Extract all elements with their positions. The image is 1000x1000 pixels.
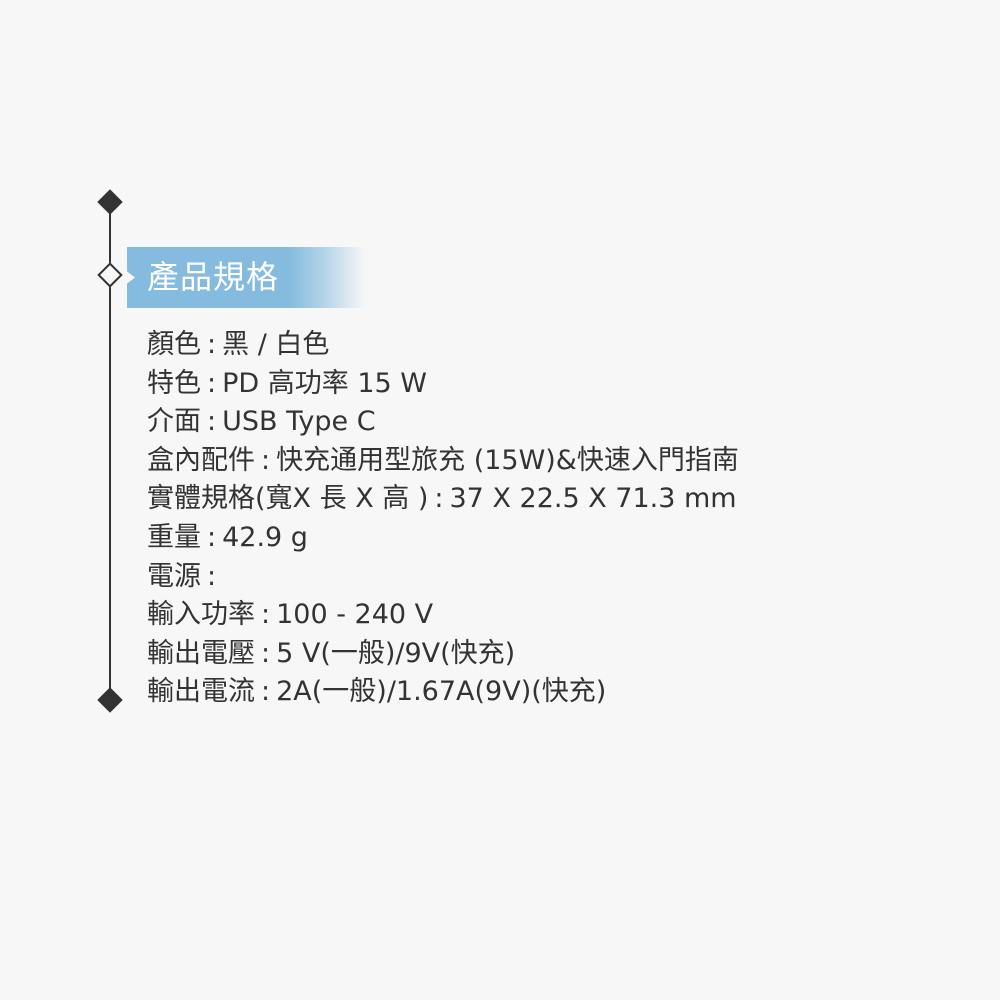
spec-label: 電源 [147, 560, 201, 592]
spec-row-input-power: 輸入功率:100 - 240 V [147, 596, 739, 635]
spec-label: 輸入功率 [147, 599, 255, 631]
spec-row-box-contents: 盒內配件:快充通用型旅充 (15W)&快速入門指南 [147, 442, 739, 481]
spec-separator: : [207, 560, 217, 592]
spec-separator: : [207, 521, 217, 553]
spec-separator: : [207, 406, 217, 438]
spec-row-power: 電源: [147, 558, 739, 597]
spec-value: 42.9 g [222, 521, 308, 553]
spec-separator: : [207, 329, 217, 360]
spec-list: 顏色:黑 / 白色 特色:PD 高功率 15 W 介面:USB Type C 盒… [147, 326, 739, 712]
spec-value: 5 V(一般)/9V(快充) [276, 637, 516, 669]
spec-label: 特色 [147, 367, 201, 399]
diamond-filled-icon [97, 189, 123, 215]
spec-label: 輸出電流 [147, 676, 255, 708]
spec-label: 輸出電壓 [147, 637, 255, 669]
spec-label: 顏色 [147, 329, 201, 360]
spec-row-color: 顏色:黑 / 白色 [147, 326, 739, 365]
spec-separator: : [261, 599, 271, 631]
diamond-filled-icon [97, 687, 123, 713]
spec-value: 黑 / 白色 [222, 329, 330, 360]
spec-value: 快充通用型旅充 (15W)&快速入門指南 [276, 444, 739, 476]
spec-label: 實體規格(寬X 長 X 高 ) [147, 483, 429, 515]
spec-label: 盒內配件 [147, 444, 255, 476]
spec-row-output-current: 輸出電流:2A(一般)/1.67A(9V)(快充) [147, 673, 739, 712]
timeline-vertical-line [109, 202, 111, 700]
section-title: 產品規格 [147, 258, 280, 296]
spec-label: 介面 [147, 406, 201, 438]
spec-separator: : [207, 367, 217, 399]
spec-separator: : [261, 676, 271, 708]
spec-row-interface: 介面:USB Type C [147, 403, 739, 442]
spec-label: 重量 [147, 521, 201, 553]
spec-value: USB Type C [222, 406, 376, 438]
spec-separator: : [434, 483, 444, 515]
spec-value: 37 X 22.5 X 71.3 mm [449, 483, 737, 515]
spec-row-dimensions: 實體規格(寬X 長 X 高 ):37 X 22.5 X 71.3 mm [147, 480, 739, 519]
section-title-banner [127, 247, 365, 308]
spec-value: PD 高功率 15 W [222, 367, 427, 399]
spec-row-output-voltage: 輸出電壓:5 V(一般)/9V(快充) [147, 635, 739, 674]
spec-separator: : [261, 444, 271, 476]
diamond-hollow-icon [97, 262, 123, 288]
spec-value: 2A(一般)/1.67A(9V)(快充) [276, 676, 607, 708]
spec-row-weight: 重量:42.9 g [147, 519, 739, 558]
spec-value: 100 - 240 V [276, 599, 434, 631]
spec-separator: : [261, 637, 271, 669]
spec-row-feature: 特色:PD 高功率 15 W [147, 365, 739, 404]
